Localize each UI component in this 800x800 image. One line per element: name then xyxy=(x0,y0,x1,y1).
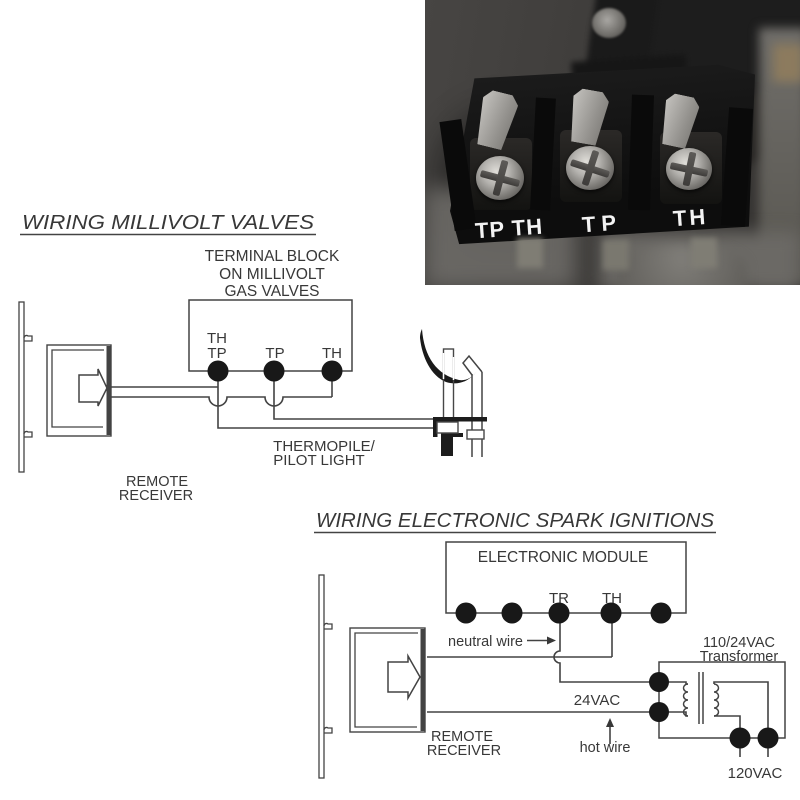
antenna-hook-top-icon xyxy=(323,622,333,630)
thermopile-tube xyxy=(442,348,455,424)
block-label-line3: GAS VALVES xyxy=(224,283,319,300)
pilot-label-line2: PILOT LIGHT xyxy=(273,452,364,469)
spark-receiver-label-line1: REMOTE xyxy=(431,729,493,745)
lower-tab-1 xyxy=(517,238,543,268)
millivolt-wires xyxy=(111,371,439,429)
pilot-bracket-left xyxy=(433,417,438,437)
antenna-hook-bottom-icon xyxy=(323,726,333,734)
transformer-core-icon xyxy=(698,672,704,724)
spark-wires xyxy=(427,613,659,713)
millivolt-terminal-dots xyxy=(207,360,343,382)
pilot-clamp xyxy=(466,429,485,440)
terminal-label-th-tp-1: TH xyxy=(207,330,227,347)
pilot-bracket-bar xyxy=(433,417,487,422)
terminal-dot-th xyxy=(321,360,343,382)
receiver-box-right-edge xyxy=(106,346,111,435)
spark-diagram: WIRING ELECTRONIC SPARK IGNITIONS ELECTR… xyxy=(314,510,786,782)
receiver-box xyxy=(46,344,112,437)
neutral-wire-label: neutral wire xyxy=(448,634,523,650)
thermopile-rod xyxy=(441,433,453,456)
pilot-bracket-foot xyxy=(453,433,463,437)
terminal-dot-tp xyxy=(263,360,285,382)
module-terminal-label-tr: TR xyxy=(549,590,569,607)
pilot-label-line1: THERMOPILE/ xyxy=(273,438,376,455)
screw-terminal-1 xyxy=(476,156,524,200)
photo-right-tan-part xyxy=(773,44,800,82)
remote-receiver-millivolt xyxy=(18,301,112,473)
hot-wire-arrow-icon xyxy=(606,718,614,744)
receiver-box-right-edge xyxy=(420,629,425,731)
lower-tab-2 xyxy=(603,240,629,270)
antenna-bar xyxy=(318,574,325,779)
terminal-label-th: TH xyxy=(322,345,342,362)
block-label-line1: TERMINAL BLOCK xyxy=(205,248,340,265)
terminal-dot-thtp xyxy=(207,360,229,382)
remote-receiver-spark xyxy=(318,574,426,779)
bracket-screw-icon xyxy=(592,8,626,38)
module-terminal-dots xyxy=(455,602,672,624)
transformer-label-line2: Transformer xyxy=(700,649,779,665)
transformer-dot-120v-left xyxy=(729,727,751,749)
wire-tr-to-transformer xyxy=(553,613,659,683)
transformer xyxy=(649,661,786,757)
lower-tab-3 xyxy=(691,238,717,268)
antenna-hook-bottom-icon xyxy=(23,430,33,438)
pilot-tube-hood-icon xyxy=(462,354,483,376)
screw-terminal-3 xyxy=(666,148,712,190)
wire-receiver-to-th xyxy=(111,396,332,407)
module-label: ELECTRONIC MODULE xyxy=(478,549,649,566)
hot-wire-label: hot wire xyxy=(580,740,631,756)
wire-tp-to-thermopile xyxy=(273,371,437,420)
transformer-dot-24v-bottom xyxy=(649,702,669,722)
thermopile-pilot-assembly xyxy=(420,329,487,457)
transformer-label-line1: 110/24VAC xyxy=(703,635,775,651)
transformer-dot-120v-right xyxy=(757,727,779,749)
neutral-wire-arrow-icon xyxy=(527,636,556,645)
photo-bottom-cylinder xyxy=(617,244,747,285)
pilot-tube xyxy=(471,372,483,457)
spark-receiver-label-line2: RECEIVER xyxy=(427,743,501,759)
screw-terminal-2 xyxy=(566,146,614,190)
receiver-box-inner xyxy=(354,632,418,728)
thermopile-clamp xyxy=(436,421,459,434)
module-terminal-label-th: TH xyxy=(602,590,622,607)
vac120-label: 120VAC xyxy=(728,765,783,782)
transformer-box xyxy=(658,661,786,739)
module-dot-5 xyxy=(650,602,672,624)
module-dot-1 xyxy=(455,602,477,624)
receiver-box xyxy=(349,627,426,733)
millivolt-receiver-label-line2: RECEIVER xyxy=(119,488,193,504)
transformer-secondary-coil-icon xyxy=(713,683,720,717)
module-dot-th xyxy=(600,602,622,624)
receiver-box-inner xyxy=(51,349,104,428)
pilot-flame-icon xyxy=(420,329,477,384)
millivolt-receiver-label-line1: REMOTE xyxy=(126,474,188,490)
millivolt-diagram: WIRING MILLIVOLT VALVES TERMINAL BLOCK O… xyxy=(18,212,487,504)
antenna-bar xyxy=(18,301,25,473)
transformer-dot-24v-top xyxy=(649,672,669,692)
millivolt-title: WIRING MILLIVOLT VALVES xyxy=(22,212,315,234)
vac24-label: 24VAC xyxy=(574,692,621,709)
thermopile-tube-highlight xyxy=(442,353,455,380)
module-dot-2 xyxy=(501,602,523,624)
terminal-label-tp: TP xyxy=(265,345,284,362)
terminal-label-th-tp-2: TP xyxy=(207,345,226,362)
antenna-hook-top-icon xyxy=(23,334,33,342)
spark-title: WIRING ELECTRONIC SPARK IGNITIONS xyxy=(316,510,715,532)
wire-thtp-to-thermopile xyxy=(217,371,439,429)
block-label-line2: ON MILLIVOLT xyxy=(219,266,325,283)
receiver-arrow-icon xyxy=(387,653,421,701)
receiver-arrow-icon xyxy=(78,368,108,407)
terminal-block-photo: TP TH TP TH xyxy=(425,0,800,285)
transformer-primary-coil-icon xyxy=(682,683,689,717)
module-dot-tr xyxy=(548,602,570,624)
